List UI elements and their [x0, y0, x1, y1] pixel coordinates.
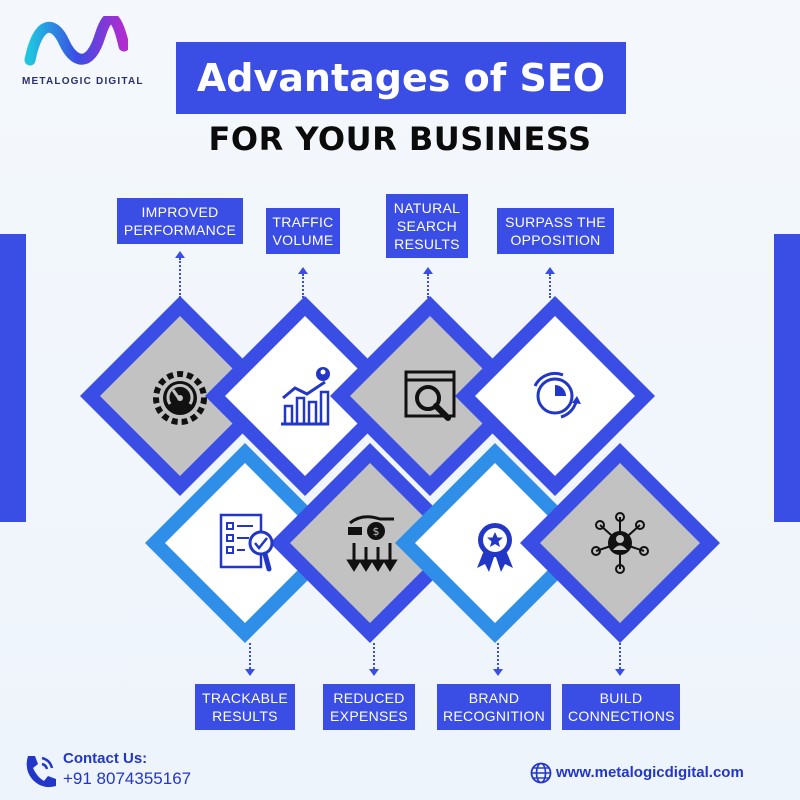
connector-line	[619, 643, 621, 669]
wave-logo-icon	[24, 16, 128, 66]
growth-chart-icon	[281, 367, 330, 426]
checklist-magnifier-icon	[219, 513, 274, 572]
globe-icon	[530, 762, 552, 784]
network-person-icon	[591, 512, 649, 574]
label-line: IMPROVED	[141, 204, 219, 220]
arrow-down-icon	[493, 669, 503, 676]
label-line: OPPOSITION	[510, 232, 601, 248]
arrow-down-icon	[615, 669, 625, 676]
label-brand-recognition: BRAND RECOGNITION	[437, 684, 551, 730]
pie-refresh-icon	[533, 371, 581, 419]
connector-line	[497, 643, 499, 669]
search-window-icon	[404, 370, 456, 421]
contact-phone[interactable]: +91 8074355167	[63, 769, 192, 788]
arrow-down-icon	[369, 669, 379, 676]
label-line: SEARCH	[396, 218, 458, 234]
contact-label: Contact Us:	[63, 750, 148, 767]
money-down-arrows-icon: $	[346, 515, 398, 572]
label-line: EXPENSES	[330, 708, 408, 724]
arrow-up-icon	[175, 251, 185, 258]
svg-text:$: $	[373, 525, 380, 538]
connector-line	[427, 274, 429, 298]
label-line: TRACKABLE	[202, 690, 288, 706]
label-line: CONNECTIONS	[568, 708, 675, 724]
arrow-up-icon	[423, 267, 433, 274]
label-improved-performance: IMPROVED PERFORMANCE	[117, 198, 243, 244]
connector-line	[302, 274, 304, 298]
diamond-traffic-volume	[205, 296, 405, 496]
label-line: NATURAL	[393, 200, 461, 216]
connector-line	[549, 274, 551, 298]
diamond-natural-search-results	[330, 296, 530, 496]
connector-line	[249, 643, 251, 669]
label-trackable-results: TRACKABLE RESULTS	[195, 684, 295, 730]
label-natural-search-results: NATURAL SEARCH RESULTS	[386, 194, 468, 258]
label-build-connections: BUILD CONNECTIONS	[562, 684, 680, 730]
title-banner: Advantages of SEO	[176, 42, 626, 114]
label-traffic-volume: TRAFFIC VOLUME	[266, 208, 340, 254]
label-line: TRAFFIC	[272, 214, 334, 230]
diamond-trackable-results	[145, 443, 345, 643]
brand-logo: METALOGIC DIGITAL	[22, 16, 142, 96]
connector-line	[373, 643, 375, 669]
label-surpass-the-opposition: SURPASS THE OPPOSITION	[497, 208, 614, 254]
label-line: VOLUME	[272, 232, 334, 248]
arrow-up-icon	[298, 267, 308, 274]
label-line: REDUCED	[333, 690, 405, 706]
label-line: SURPASS THE	[505, 214, 606, 230]
diamond-reduced-expenses	[270, 443, 470, 643]
connector-line	[179, 258, 181, 298]
phone-icon	[26, 756, 56, 788]
label-line: RESULTS	[394, 236, 460, 252]
arrow-up-icon	[545, 267, 555, 274]
label-line: RECOGNITION	[443, 708, 546, 724]
award-badge-icon	[477, 523, 513, 572]
label-line: BRAND	[468, 690, 520, 706]
page-subtitle: FOR YOUR BUSINESS	[208, 120, 592, 158]
label-line: RESULTS	[212, 708, 278, 724]
label-line: PERFORMANCE	[123, 222, 237, 238]
page-title: Advantages of SEO	[196, 56, 606, 100]
left-accent-bar	[0, 234, 26, 522]
brand-name: METALOGIC DIGITAL	[22, 76, 144, 87]
website-link[interactable]: www.metalogicdigital.com	[556, 764, 744, 781]
arrow-down-icon	[245, 669, 255, 676]
label-reduced-expenses: REDUCED EXPENSES	[323, 684, 415, 730]
speedometer-gear-icon	[153, 371, 207, 425]
right-accent-bar	[774, 234, 800, 522]
label-line: BUILD	[599, 690, 643, 706]
